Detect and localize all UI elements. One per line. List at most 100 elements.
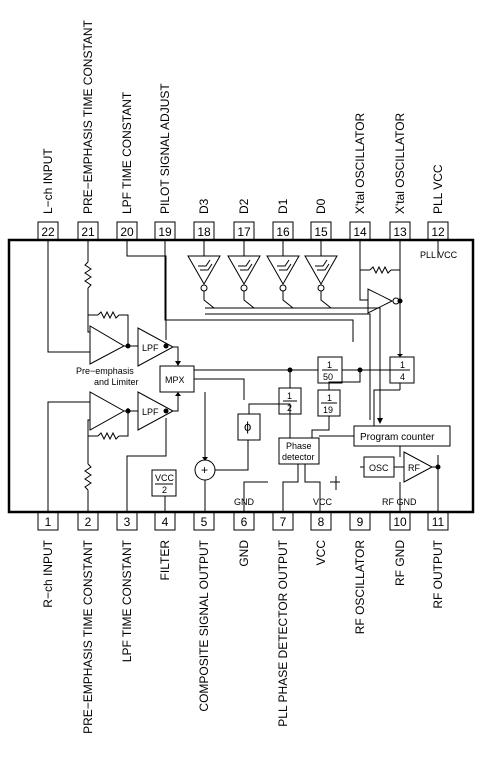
- wire-pin2-feedback: [87, 419, 90, 464]
- inner-rf-gnd: RF GND: [382, 497, 417, 507]
- div19-num: 1: [327, 393, 332, 403]
- pin-label-16: D1: [276, 198, 290, 214]
- pin-label-9: RF OSCILLATOR: [353, 540, 367, 635]
- arrow-div4: [397, 354, 403, 357]
- phase-shifter-label: ϕ: [244, 419, 251, 434]
- pin-number-5: 5: [201, 515, 208, 529]
- resistor-xtal: [369, 265, 392, 275]
- pin-label-8: VCC: [314, 540, 328, 566]
- wire-rch-input: [47, 401, 90, 512]
- wire-gnd: [243, 481, 268, 512]
- pin-label-6: GND: [237, 540, 251, 567]
- wire-d2-out: [243, 291, 255, 309]
- wire-mpx-adder: [194, 378, 245, 400]
- pin-label-13: X'tal OSCILLATOR: [393, 112, 407, 214]
- lpf-top-triangle: [137, 327, 175, 367]
- pin-number-12: 12: [431, 225, 445, 239]
- junction-dot-6: [435, 464, 441, 470]
- pin-number-16: 16: [276, 225, 290, 239]
- div2-den: 2: [287, 403, 292, 413]
- pin-number-18: 18: [197, 225, 211, 239]
- wire-lpf-bot-mpx: [173, 392, 179, 412]
- lpf-top-label: LPF: [142, 343, 159, 353]
- div4-box: [389, 356, 415, 384]
- wire-phase-adder: [215, 440, 249, 471]
- wire-lch-input: [47, 240, 90, 353]
- junction-dot-5: [397, 298, 403, 304]
- pin-label-11: RF OUTPUT: [431, 539, 445, 608]
- div50-num: 1: [327, 360, 332, 370]
- pin-number-10: 10: [393, 515, 407, 529]
- pin-number-7: 7: [280, 515, 287, 529]
- hysteresis-d3: [198, 259, 213, 271]
- arrow-mpx-in: [175, 361, 181, 366]
- wire-lpf-top-mpx: [173, 346, 179, 362]
- pin-label-7: PLL PHASE DETECTOR OUTPUT: [276, 539, 290, 726]
- pin-label-1: R−ch INPUT: [41, 539, 55, 607]
- buffer-d1-bubble: [279, 284, 287, 292]
- pin-number-15: 15: [314, 225, 328, 239]
- pin-number-14: 14: [353, 225, 367, 239]
- arrow-mpx-in2: [175, 392, 181, 396]
- pin-number-19: 19: [158, 225, 172, 239]
- pin-label-18: D3: [197, 198, 211, 214]
- resistor-pin21: [84, 261, 92, 289]
- pin-label-15: D0: [314, 198, 328, 214]
- arrow-adder: [202, 457, 208, 461]
- junction-dot-1: [125, 343, 131, 349]
- junction-dot-3: [287, 367, 293, 373]
- wire-pin3: [126, 418, 167, 512]
- pin-label-10: RF GND: [393, 540, 407, 586]
- wire-pd-switch: [304, 464, 321, 512]
- pin-number-22: 22: [41, 225, 55, 239]
- vcc-half-top: VCC: [155, 473, 175, 483]
- pin-number-13: 13: [393, 225, 407, 239]
- buffer-d2-bubble: [240, 284, 248, 292]
- buffer-d0-bubble: [317, 284, 325, 292]
- lpf-bottom-label: LPF: [142, 407, 159, 417]
- pin-number-11: 11: [432, 515, 445, 529]
- resistor-feedback-top1: [97, 310, 120, 320]
- wire-feedback-top1b: [119, 314, 129, 346]
- pin-label-2: PRE−EMPHASIS TIME CONSTANT: [81, 539, 95, 734]
- wire-div4-pc: [373, 389, 400, 426]
- inner-pll-vcc: PLL VCC: [420, 250, 458, 260]
- vcc-half-box: [151, 469, 177, 497]
- pin-number-17: 17: [237, 225, 251, 239]
- pin-box-5: [193, 511, 215, 531]
- hysteresis-d2: [238, 259, 253, 271]
- wire-D-pc: [205, 307, 381, 420]
- pin-number-20: 20: [120, 225, 134, 239]
- osc-label: OSC: [369, 463, 389, 473]
- wire-pin20: [126, 240, 167, 340]
- pin-label-21: PRE−EMPHASIS TIME CONSTANT: [81, 19, 95, 214]
- div4-den: 4: [400, 372, 405, 382]
- wire-pin14: [359, 240, 368, 301]
- pin-label-4: FILTER: [158, 540, 172, 581]
- pin-number-4: 4: [162, 515, 169, 529]
- hysteresis-d1: [277, 259, 292, 271]
- phase-detector-label-2: detector: [282, 452, 315, 462]
- phase-detector-label-1: Phase: [286, 441, 312, 451]
- resistor-pin2: [84, 463, 92, 491]
- wire-d1-out: [282, 291, 294, 309]
- wire-feedback-bot1b: [119, 408, 129, 437]
- junction-dot-2: [125, 408, 131, 414]
- adder-label: +: [201, 463, 208, 477]
- vcc-half-bottom: 2: [162, 485, 167, 495]
- pin-number-8: 8: [318, 515, 325, 529]
- pin-label-3: LPF TIME CONSTANT: [120, 539, 134, 662]
- pin-number-3: 3: [124, 515, 131, 529]
- pin-label-14: X'tal OSCILLATOR: [353, 112, 367, 214]
- pin-number-21: 21: [81, 225, 95, 239]
- inner-gnd: GND: [234, 497, 255, 507]
- junction-dot-8: [163, 408, 169, 414]
- wire-pin19: [164, 240, 354, 342]
- div4-num: 1: [400, 360, 405, 370]
- phase-detector-box: [278, 437, 320, 465]
- div19-den: 19: [323, 405, 333, 415]
- wire-D-pc-b: [205, 313, 371, 420]
- buffer-d3-bubble: [200, 284, 208, 292]
- pin-box-9: [349, 511, 371, 531]
